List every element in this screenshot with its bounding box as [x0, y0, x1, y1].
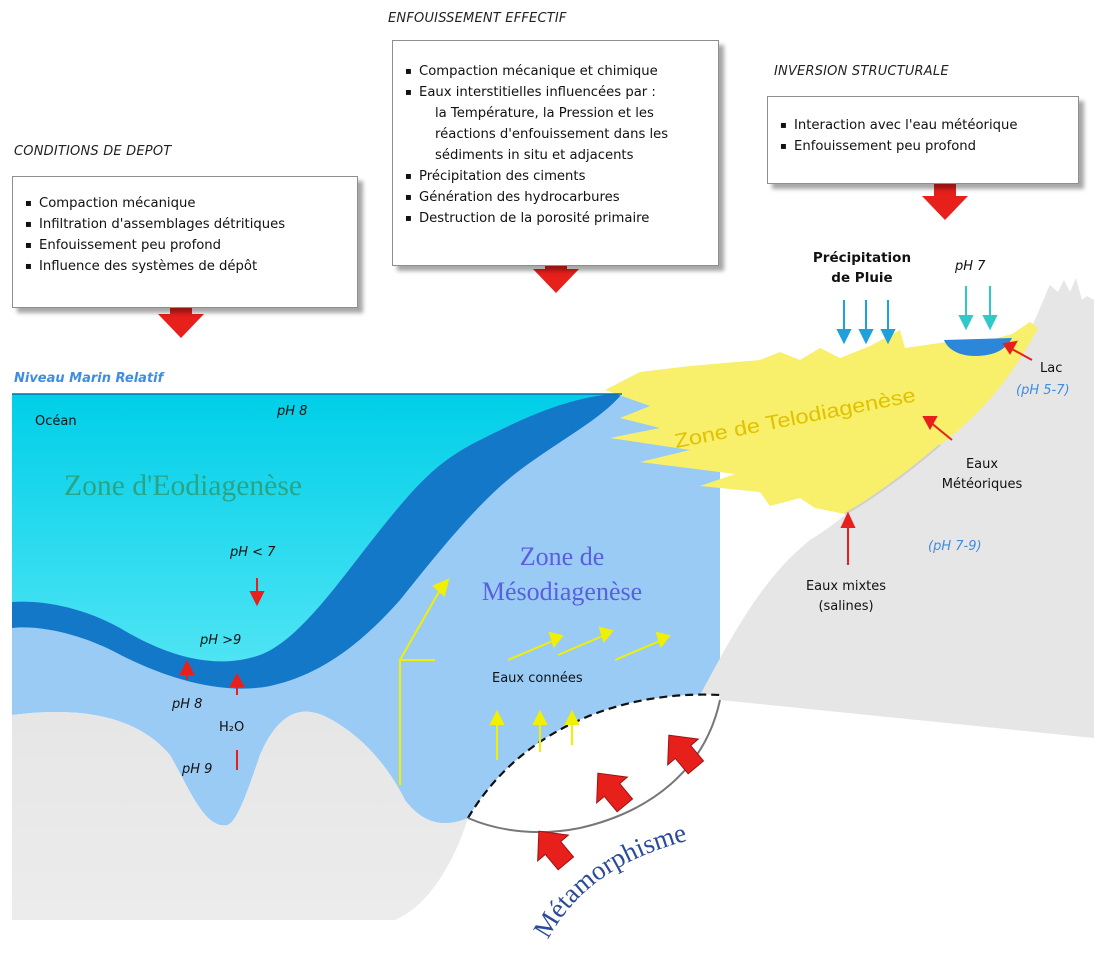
meteoric-water-label-2: Météoriques	[942, 477, 1023, 492]
mixed-water-label-2: (salines)	[818, 599, 873, 614]
zone-meso-label-1: Zone de	[520, 542, 604, 571]
box-inversion-item: Enfouissement peu profond	[780, 136, 1078, 157]
header-inversion: INVERSION STRUCTURALE	[774, 64, 949, 79]
connate-water-arrows	[399, 578, 671, 785]
telodiagenesis-edge	[844, 444, 941, 515]
ph9-label: pH 9	[181, 762, 212, 777]
rain-arrows	[836, 300, 896, 345]
ocean-label: Océan	[35, 414, 77, 429]
box-enfouissement-item: la Température, la Pression et les	[435, 106, 654, 121]
box-enfouissement-item: sédiments in situ et adjacents	[435, 148, 634, 163]
metamorphic-boundary-lower	[467, 699, 721, 834]
ph8-top-label: pH 8	[276, 404, 307, 419]
box-depot-item: Infiltration d'assemblages détritiques	[25, 214, 357, 235]
metamorphism-arrows	[537, 734, 705, 871]
box-enfouissement-item: réactions d'enfouissement dans les	[435, 127, 669, 142]
sea-level-label: Niveau Marin Relatif	[14, 371, 166, 386]
box-enfouissement-item: Précipitation des ciments	[405, 166, 718, 187]
rain-label-2: de Pluie	[831, 270, 892, 286]
box-enfouissement-list: Compaction mécanique et chimique Eaux in…	[405, 61, 718, 229]
lake	[944, 338, 1012, 356]
telodiagenesis-zone	[605, 322, 1038, 514]
connate-water-label: Eaux connées	[492, 671, 583, 686]
box-depot-list: Compaction mécanique Infiltration d'asse…	[25, 193, 357, 277]
alkaline-band	[12, 394, 622, 689]
header-depot: CONDITIONS DE DEPOT	[14, 144, 172, 159]
ph8-left-label: pH 8	[171, 697, 202, 712]
ph7-top-label: pH 7	[954, 259, 986, 274]
ph-gt9-label: pH >9	[199, 633, 241, 648]
box-inversion: Interaction avec l'eau météorique Enfoui…	[767, 96, 1079, 184]
box-enfouissement: Compaction mécanique et chimique Eaux in…	[392, 40, 719, 266]
box-depot-item: Enfouissement peu profond	[25, 235, 357, 256]
lake-ph-label: (pH 5-7)	[1016, 383, 1070, 398]
right-rock	[700, 278, 1094, 738]
zone-eo-label: Zone d'Eodiagenèse	[64, 469, 302, 502]
left-rock	[12, 711, 468, 920]
meteoric-water-label-1: Eaux	[966, 457, 998, 472]
lake-label: Lac	[1040, 361, 1062, 376]
header-enfouissement: ENFOUISSEMENT EFFECTIF	[388, 11, 567, 26]
h2o-label: H₂O	[219, 720, 244, 735]
box-inversion-item: Interaction avec l'eau météorique	[780, 115, 1078, 136]
mixed-water-label-1: Eaux mixtes	[806, 579, 886, 594]
zone-meso-label-2: Mésodiagenèse	[482, 577, 642, 606]
box-enfouissement-item: Eaux interstitielles influencées par :	[405, 82, 718, 103]
box-depot-item: Influence des systèmes de dépôt	[25, 256, 357, 277]
ph-lt7-label: pH < 7	[229, 545, 276, 560]
box-arrow-inversion	[922, 180, 968, 220]
box-enfouissement-item: Génération des hydrocarbures	[405, 187, 718, 208]
box-depot-item: Compaction mécanique	[25, 193, 357, 214]
box-enfouissement-item: Compaction mécanique et chimique	[405, 61, 718, 82]
rain-label-1: Précipitation	[813, 250, 911, 266]
ocean-zone	[12, 394, 610, 662]
red-thin-arrows	[179, 340, 1033, 770]
ph79-label: (pH 7-9)	[928, 539, 982, 554]
box-depot: Compaction mécanique Infiltration d'asse…	[12, 176, 358, 308]
metamorphic-lens	[468, 694, 720, 831]
box-inversion-list: Interaction avec l'eau météorique Enfoui…	[780, 115, 1078, 157]
box-enfouissement-item: Destruction de la porosité primaire	[405, 208, 718, 229]
ph7-arrows	[958, 286, 998, 331]
